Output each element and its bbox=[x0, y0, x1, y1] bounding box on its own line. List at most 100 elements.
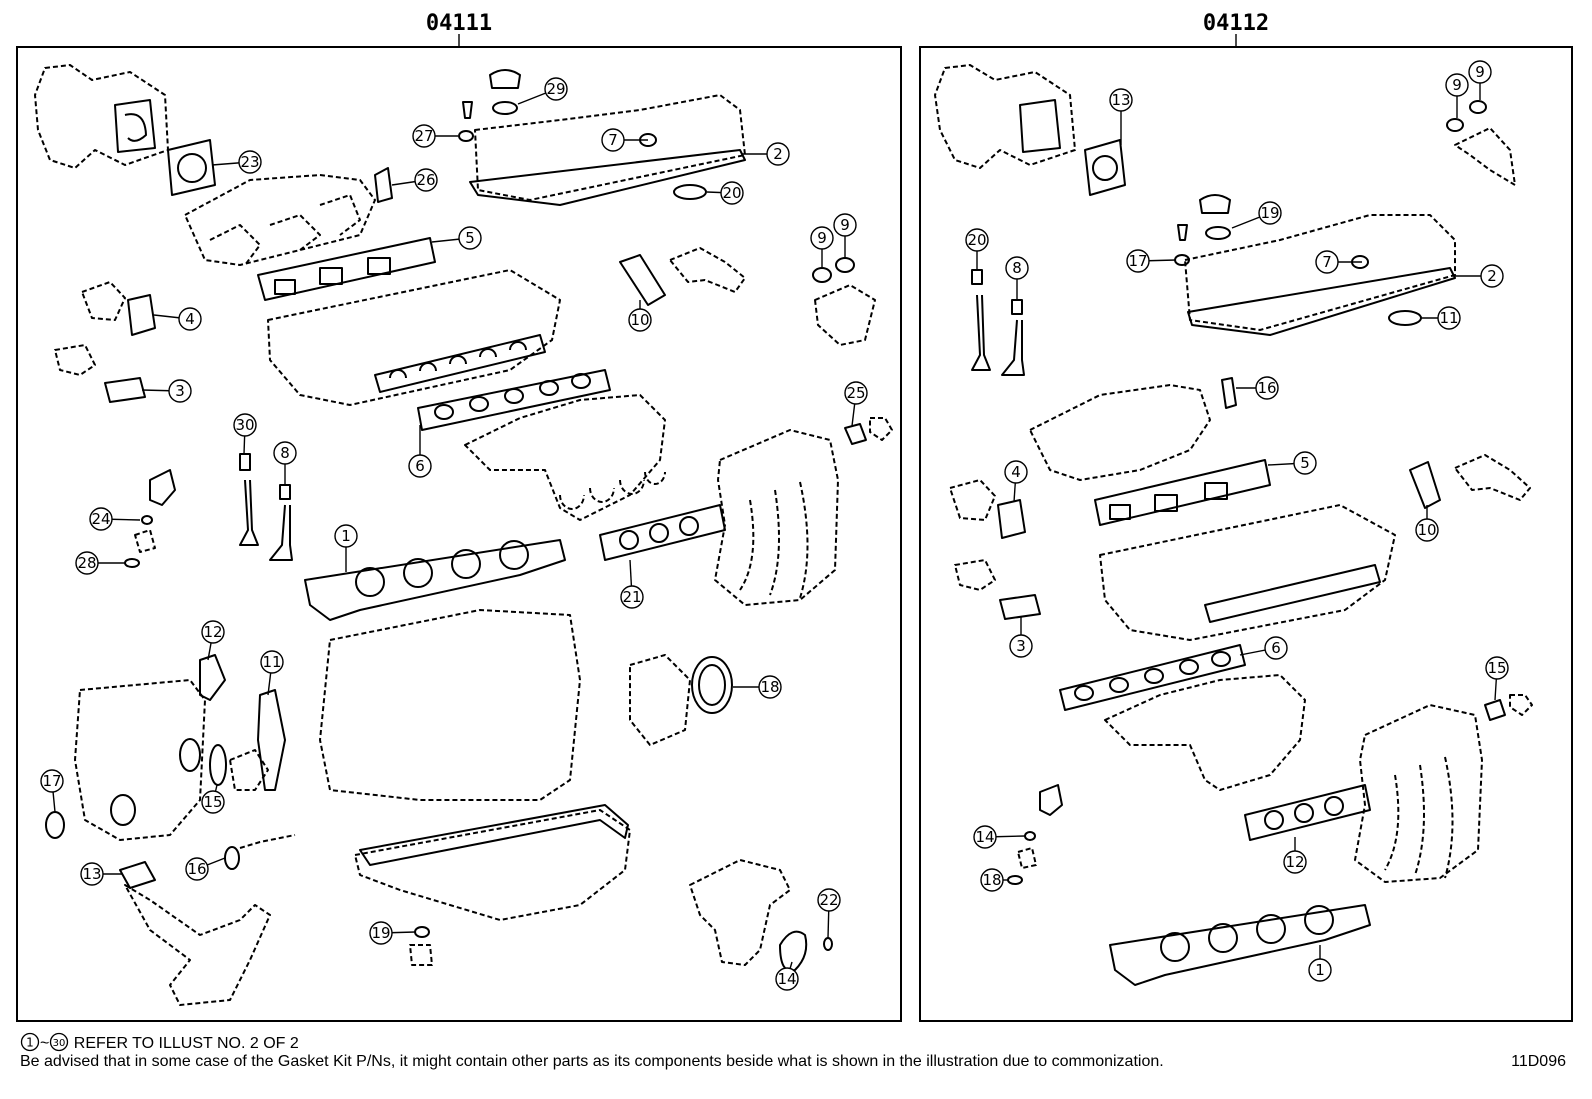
left-panel-parts bbox=[34, 64, 893, 1006]
callout-number: 1 bbox=[1315, 961, 1325, 979]
svg-text:30: 30 bbox=[53, 1038, 66, 1049]
callout-number: 18 bbox=[982, 871, 1001, 889]
callout-number: 20 bbox=[967, 231, 986, 249]
callout-number: 12 bbox=[1285, 853, 1304, 871]
callout-circle bbox=[1293, 451, 1317, 475]
callout-number: 6 bbox=[1271, 639, 1281, 657]
callout-circle bbox=[89, 507, 113, 531]
callout-number: 14 bbox=[975, 828, 994, 846]
callout-number: 26 bbox=[416, 171, 435, 189]
callout-circle bbox=[766, 142, 790, 166]
callout-number: 13 bbox=[1111, 91, 1130, 109]
callout-circle bbox=[720, 181, 744, 205]
range-start-badge: 1 bbox=[20, 1032, 40, 1052]
callout-circle bbox=[1258, 201, 1282, 225]
callout-number: 5 bbox=[1300, 454, 1310, 472]
callout-number: 8 bbox=[1012, 259, 1022, 277]
callout-circle bbox=[601, 128, 625, 152]
diagram-code: 11D096 bbox=[1511, 1053, 1566, 1070]
callout-circle bbox=[1485, 656, 1509, 680]
callout-number: 3 bbox=[175, 382, 185, 400]
callout-circle bbox=[1264, 636, 1288, 660]
callout-circle bbox=[75, 551, 99, 575]
callout-number: 4 bbox=[185, 310, 195, 328]
callout-circle bbox=[1109, 88, 1133, 112]
callout-number: 24 bbox=[91, 510, 110, 528]
callout-circle bbox=[1308, 958, 1332, 982]
range-end-badge: 30 bbox=[50, 1032, 69, 1052]
callout-number: 9 bbox=[1452, 76, 1462, 94]
callout-circle bbox=[1415, 518, 1439, 542]
callout-circle bbox=[1468, 60, 1492, 84]
callout-circle bbox=[965, 228, 989, 252]
callout-circle bbox=[980, 868, 1004, 892]
callout-number: 19 bbox=[1260, 204, 1279, 222]
callout-circle bbox=[973, 825, 997, 849]
callout-circle bbox=[1005, 256, 1029, 280]
callout-circle bbox=[1283, 850, 1307, 874]
callout-number: 30 bbox=[235, 416, 254, 434]
callout-circle bbox=[178, 307, 202, 331]
callout-number: 29 bbox=[546, 80, 565, 98]
callout-number: 6 bbox=[415, 457, 425, 475]
callout-circle bbox=[1004, 460, 1028, 484]
callout-circle bbox=[1480, 264, 1504, 288]
callout-circle bbox=[1445, 73, 1469, 97]
callout-number: 7 bbox=[608, 131, 618, 149]
callout-number: 11 bbox=[1439, 309, 1458, 327]
callout-number: 12 bbox=[203, 623, 222, 641]
callout-circle bbox=[238, 150, 262, 174]
callout-number: 21 bbox=[622, 588, 641, 606]
callout-circle bbox=[833, 213, 857, 237]
footer-note-text: REFER TO ILLUST NO. 2 OF 2 bbox=[73, 1035, 299, 1052]
callout-number: 16 bbox=[187, 860, 206, 878]
footer-note: 1 ~ 30 REFER TO ILLUST NO. 2 OF 2 bbox=[20, 1032, 299, 1053]
callout-number: 13 bbox=[82, 865, 101, 883]
callout-number: 18 bbox=[760, 678, 779, 696]
callout-circle bbox=[844, 381, 868, 405]
callout-number: 5 bbox=[465, 229, 475, 247]
callout-circle bbox=[233, 413, 257, 437]
callout-number: 16 bbox=[1257, 379, 1276, 397]
callout-circle bbox=[544, 77, 568, 101]
callout-number: 7 bbox=[1322, 253, 1332, 271]
callout-circle bbox=[628, 308, 652, 332]
callout-number: 2 bbox=[773, 145, 783, 163]
callout-number: 1 bbox=[341, 527, 351, 545]
callout-number: 10 bbox=[630, 311, 649, 329]
callout-number: 9 bbox=[817, 229, 827, 247]
callout-circle bbox=[1437, 306, 1461, 330]
callout-circle bbox=[817, 888, 841, 912]
svg-text:1: 1 bbox=[26, 1036, 34, 1050]
callout-circle bbox=[1255, 376, 1279, 400]
callout-number: 8 bbox=[280, 444, 290, 462]
callouts-left: 1234567899101112131415161718192021222324… bbox=[40, 77, 868, 991]
panel-frame-left bbox=[16, 46, 902, 1022]
callout-circle bbox=[1126, 249, 1150, 273]
callout-circle bbox=[412, 124, 436, 148]
gasket-kit-diagram: 04111 04112 bbox=[16, 11, 1573, 1022]
callout-circle bbox=[260, 650, 284, 674]
callout-number: 9 bbox=[840, 216, 850, 234]
callout-circle bbox=[1009, 634, 1033, 658]
callout-number: 17 bbox=[1128, 252, 1147, 270]
callout-number: 9 bbox=[1475, 63, 1485, 81]
footer-advice: Be advised that in some case of the Gask… bbox=[20, 1053, 1164, 1070]
callout-number: 27 bbox=[414, 127, 433, 145]
callout-number: 11 bbox=[262, 653, 281, 671]
callout-circle bbox=[40, 769, 64, 793]
right-panel-parts bbox=[934, 64, 1533, 986]
callout-circle bbox=[185, 857, 209, 881]
callout-number: 17 bbox=[42, 772, 61, 790]
callout-number: 19 bbox=[371, 924, 390, 942]
callout-circle bbox=[620, 585, 644, 609]
callout-circle bbox=[775, 967, 799, 991]
callout-circle bbox=[80, 862, 104, 886]
callout-circle bbox=[458, 226, 482, 250]
callout-number: 22 bbox=[819, 891, 838, 909]
callout-circle bbox=[369, 921, 393, 945]
callout-number: 4 bbox=[1011, 463, 1021, 481]
callout-number: 28 bbox=[77, 554, 96, 572]
callout-number: 23 bbox=[240, 153, 259, 171]
